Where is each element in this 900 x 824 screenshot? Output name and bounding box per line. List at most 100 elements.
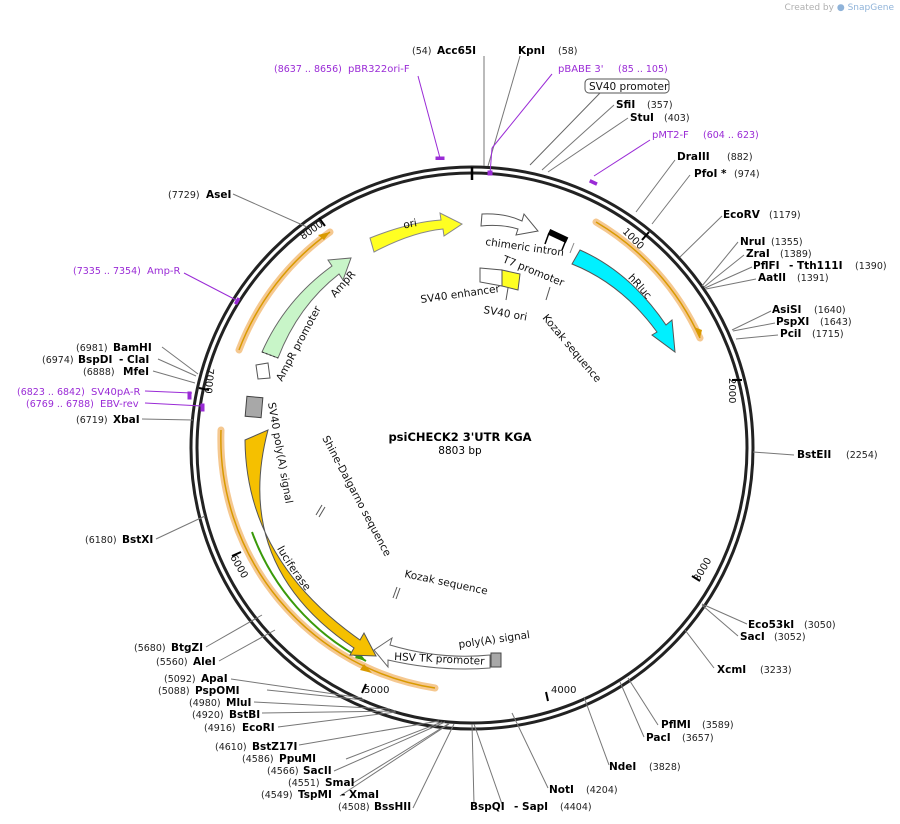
xcmi-label: XcmI (717, 664, 746, 676)
pspomi-label: PspOMI (195, 685, 240, 697)
feature-sv40-polya (244, 395, 264, 419)
pmt2-f-range: (604 .. 623) (703, 130, 759, 141)
pmt2-f-label: pMT2-F (652, 130, 689, 141)
sv40pa-r-label: SV40pA-R (91, 387, 140, 398)
xcmi-pos: (3233) (760, 665, 792, 676)
bamhi-label: BamHI (113, 342, 152, 354)
svg-text:ori: ori (402, 217, 418, 232)
plasmid-length: 8803 bp (438, 445, 482, 457)
ppumi-label: PpuMI (279, 753, 316, 765)
pcii-pos: (1715) (812, 329, 844, 340)
pbabe3-label: pBABE 3' (558, 64, 604, 75)
xmai-label: - XmaI (341, 789, 379, 801)
aatii-pos: (1391) (797, 273, 829, 284)
bspdi-pos: (6974) (42, 355, 74, 366)
feature-t7-promoter (544, 229, 575, 254)
bstxi-label: BstXI (122, 534, 153, 546)
shine-dalgarno-label: Shine-Dalgarno sequence (319, 434, 393, 559)
xbai-pos: (6719) (76, 415, 108, 426)
mfei-pos: (6888) (83, 367, 115, 378)
orf-highlights (217, 218, 704, 692)
hsv-tk-promoter-label: HSV TK promoter (394, 651, 486, 668)
pflmi-pos: (3589) (702, 720, 734, 731)
chimeric-intron-label: chimeric intron (485, 236, 565, 259)
bstbi-pos: (4920) (192, 710, 224, 721)
mlui-pos: (4980) (189, 698, 221, 709)
sapi-label: - SapI (514, 801, 548, 813)
pbr322ori-f-range: (8637 .. 8656) (274, 64, 342, 75)
sacii-label: SacII (303, 765, 332, 777)
feature-chimeric-intron (480, 212, 539, 236)
credit-brand: SnapGene (847, 3, 894, 13)
mlui-label: MluI (226, 697, 251, 709)
ppumi-pos: (4586) (242, 754, 274, 765)
apai-pos: (5092) (164, 674, 196, 685)
feature-hrluc: hRluc (571, 249, 676, 354)
sv40-promoter-callout: SV40 promoter (529, 78, 670, 166)
pfoi-label: PfoI * (694, 168, 727, 180)
zrai-label: ZraI (746, 248, 770, 260)
primer-labels: (8637 .. 8656) pBR322ori-F pBABE 3' (85 … (17, 64, 759, 410)
feature-ampr-promoter (255, 362, 271, 380)
pbabe3-range: (85 .. 105) (618, 64, 668, 75)
enzyme-leaders (141, 55, 795, 809)
pflmi-label: PflMI (661, 719, 691, 731)
sv40pa-r-range: (6823 .. 6842) (17, 387, 85, 398)
sv40-promoter-label: SV40 promoter (589, 81, 669, 93)
tick-label-3000: 3000 (692, 556, 714, 584)
kozak-sequence-label-1: Kozak sequence (540, 312, 604, 385)
bstz17i-pos: (4610) (215, 742, 247, 753)
asisi-pos: (1640) (814, 305, 846, 316)
draiii-label: DraIII (677, 151, 710, 163)
plasmid-title: psiCHECK2 3'UTR KGA (388, 430, 531, 444)
kozak-sequence-label-2: Kozak sequence (403, 568, 488, 597)
eco53ki-pos: (3050) (804, 620, 836, 631)
bsshii-label: BssHII (374, 801, 411, 813)
ndei-pos: (3828) (649, 762, 681, 773)
acc65i-label: Acc65I (437, 45, 476, 57)
kpni-pos: (58) (558, 46, 578, 57)
feature-ampr (261, 257, 352, 359)
tth111i-label: - Tth111I (789, 260, 843, 272)
sacii-pos: (4566) (267, 766, 299, 777)
stui-pos: (403) (664, 113, 690, 124)
ecorv-pos: (1179) (769, 210, 801, 221)
pcii-label: PciI (780, 328, 801, 340)
ebv-rev-range: (6769 .. 6788) (26, 399, 94, 410)
bspqi-label: BspQI (470, 801, 505, 813)
sfii-pos: (357) (647, 100, 673, 111)
clai-label: - ClaI (119, 354, 149, 366)
acc65i-pos: (54) (412, 46, 432, 57)
tspmi-pos: (4549) (261, 790, 293, 801)
sv40-enhancer-label: SV40 enhancer (420, 283, 502, 306)
pflfi-label: PflFI (753, 260, 780, 272)
nrui-label: NruI (740, 236, 765, 248)
pflfi-pos: (1390) (855, 261, 887, 272)
ndei-label: NdeI (609, 761, 636, 773)
aatii-label: AatII (758, 272, 786, 284)
feature-sv40-enhancer-ori (479, 267, 551, 301)
ecorv-label: EcoRV (723, 209, 761, 221)
asei-pos: (7729) (168, 190, 200, 201)
ori-label: ori (402, 217, 418, 232)
sv40-polya-label: SV40 poly(A) signal (265, 401, 295, 504)
bstbi-label: BstBI (229, 709, 260, 721)
bamhi-pos: (6981) (76, 343, 108, 354)
kpni-label: KpnI (518, 45, 545, 57)
noti-pos: (4204) (586, 785, 618, 796)
tick-label-7000: 7000 (202, 368, 215, 394)
zrai-pos: (1389) (780, 249, 812, 260)
tspmi-label: TspMI (298, 789, 332, 801)
draiii-pos: (882) (727, 152, 753, 163)
feature-ori: ori (369, 212, 463, 253)
ebv-rev-label: EBV-rev (100, 399, 139, 410)
pspxi-pos: (1643) (820, 317, 852, 328)
bspdi-label: BspDI (78, 354, 112, 366)
asei-label: AseI (206, 189, 231, 201)
polya-signal-label: poly(A) signal (458, 629, 531, 651)
feature-hsv-tk-promoter (373, 636, 502, 670)
snapgene-credit: Created by ● SnapGene (784, 3, 894, 13)
saci-pos: (3052) (774, 632, 806, 643)
tick-label-5000: 5000 (364, 685, 389, 696)
